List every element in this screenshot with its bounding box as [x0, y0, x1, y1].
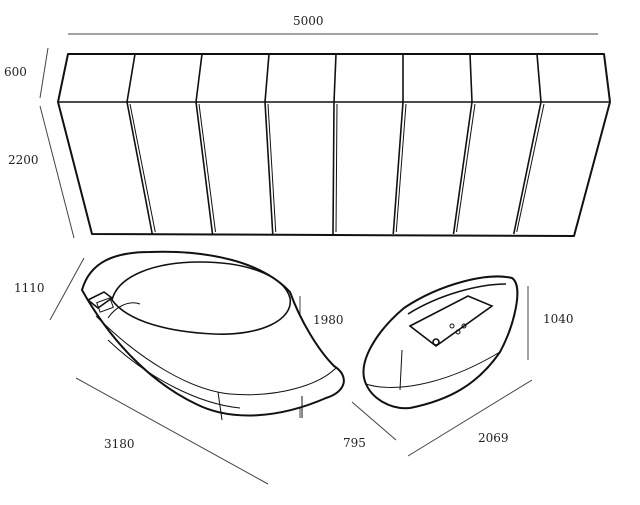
label-side-length: 2069	[478, 431, 509, 445]
label-cabinet-height: 2200	[8, 153, 39, 167]
dimension-labels: 5000 600 2200 1110 3180 1980 795 2069 10…	[4, 14, 574, 451]
dim-line-side-short	[351, 401, 397, 441]
label-cabinet-width: 5000	[293, 14, 324, 28]
control-dot-icon	[449, 323, 455, 329]
cabinet-panel-divider	[264, 53, 274, 235]
desk-monitor	[86, 291, 114, 310]
cabinet-panel-gap	[335, 103, 338, 233]
dim-line-desk-depth	[49, 257, 85, 321]
label-desk-height: 1980	[313, 313, 344, 327]
cabinet-panel-divider	[512, 53, 542, 235]
desk-lower-edge	[107, 339, 241, 409]
dim-line-cabinet-height	[39, 105, 75, 239]
label-desk-length: 3180	[104, 437, 135, 451]
control-dot-icon	[455, 329, 461, 335]
side-counter-top	[407, 283, 507, 315]
cabinet-panel-gap	[395, 103, 407, 233]
side-counter	[362, 275, 519, 410]
dim-line-desk-length	[75, 377, 269, 485]
reception-desk	[81, 250, 345, 421]
side-counter-screen	[408, 295, 494, 347]
cabinet-panel-divider	[332, 53, 337, 235]
cabinet-panel-divider	[452, 53, 473, 235]
side-counter-front	[365, 351, 501, 388]
cabinet-panel-gap	[198, 103, 216, 233]
label-desk-depth: 1110	[14, 281, 45, 295]
desk-inner-recess	[107, 302, 141, 319]
dim-line-side-length	[407, 379, 533, 457]
cabinet-panel-gap	[129, 103, 156, 233]
label-side-height: 1040	[543, 312, 574, 326]
cabinet-panel-gap	[267, 103, 277, 233]
control-knob-icon	[432, 338, 440, 346]
cabinet-panel-dividers	[126, 53, 545, 235]
desk-keyboard-slot	[96, 297, 114, 313]
cabinet-panel-gap	[516, 103, 545, 233]
dim-line-cabinet-depth	[39, 47, 49, 99]
control-dot-icon	[461, 323, 467, 329]
desk-top-surface	[111, 261, 291, 335]
cabinet-panel-divider	[195, 53, 214, 235]
desk-seam	[217, 391, 223, 421]
label-side-short: 795	[343, 436, 366, 450]
wall-cabinet	[57, 53, 611, 237]
label-cabinet-depth: 600	[4, 65, 27, 79]
cabinet-panel-divider	[392, 54, 404, 235]
cabinet-panel-gap	[456, 103, 476, 233]
side-counter-edge	[399, 349, 403, 391]
cabinet-panel-divider	[126, 53, 154, 235]
desk-front-curve	[95, 315, 337, 396]
